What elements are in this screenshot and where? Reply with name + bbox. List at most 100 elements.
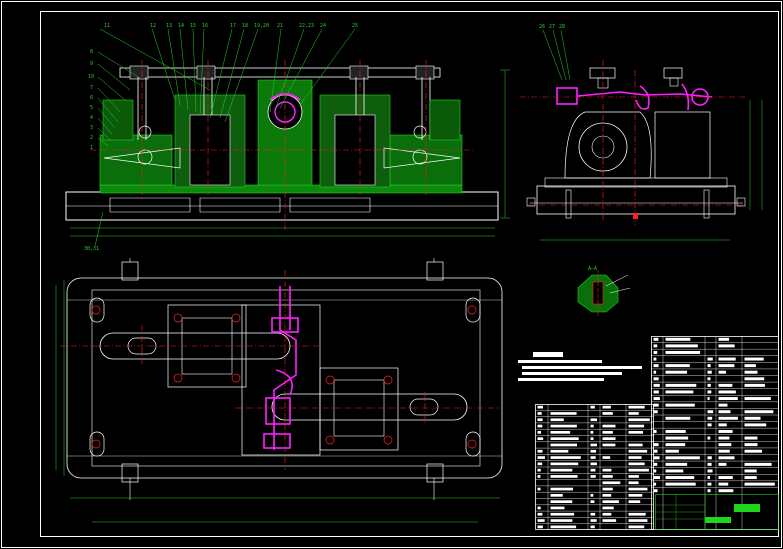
- table-cell-text: [707, 476, 710, 480]
- table-cell-text: [653, 364, 659, 368]
- table-cell-text: [653, 383, 660, 387]
- table-cell-text: [707, 377, 711, 381]
- front-balloon: 19,20: [254, 23, 269, 29]
- table-cell-text: [665, 370, 688, 374]
- table-cell-text: [590, 494, 594, 497]
- table-cell-text: [653, 443, 659, 447]
- table-cell-text: [628, 431, 644, 434]
- inner-drawing-frame: [40, 11, 779, 537]
- front-clamp-bar: [119, 67, 441, 78]
- table-cell-text: [537, 512, 543, 516]
- front-balloon: 12: [150, 23, 156, 29]
- table-cell-text: [550, 431, 571, 434]
- table-cell-text: [537, 437, 544, 440]
- table-cell-text: [602, 494, 612, 497]
- table-cell-text: [707, 436, 711, 440]
- table-cell-text: [744, 462, 772, 466]
- table-cell-text: [653, 482, 657, 486]
- table-cell-text: [707, 357, 713, 361]
- plan-base-outline: [66, 277, 503, 479]
- table-cell-text: [665, 449, 679, 453]
- table-cell-text: [707, 482, 712, 486]
- table-cell-text: [653, 350, 658, 354]
- table-cell-text: [718, 357, 736, 361]
- front-balloon: 15: [190, 23, 196, 29]
- table-cell-text: [744, 469, 757, 473]
- table-cell-text: [590, 500, 595, 503]
- table-cell-text: [718, 429, 733, 433]
- table-cell-text: [628, 519, 648, 522]
- table-cell-text: [707, 416, 713, 420]
- front-balloon: 25: [352, 23, 358, 29]
- table-cell-text: [653, 429, 657, 433]
- table-cell-text: [550, 456, 581, 459]
- table-cell-text: [718, 449, 730, 453]
- table-cell-text: [537, 456, 545, 459]
- table-cell-text: [707, 423, 712, 427]
- table-cell-text: [744, 416, 761, 420]
- table-cell-text: [665, 462, 688, 466]
- table-cell-text: [537, 475, 541, 478]
- left-balloon: 4: [90, 115, 93, 121]
- table-cell-text: [602, 412, 613, 415]
- table-cell-text: [718, 482, 729, 486]
- table-cell-text: [653, 397, 660, 401]
- section-detail[interactable]: A—A: [577, 266, 631, 318]
- table-cell-text: [590, 468, 596, 472]
- left-balloon: 3: [90, 125, 93, 131]
- table-cell-text: [550, 512, 575, 516]
- table-cell-text: [537, 468, 541, 472]
- table-cell-text: [590, 462, 597, 466]
- table-cell-text: [665, 456, 700, 460]
- table-cell-text: [628, 443, 643, 447]
- table-cell-text: [628, 494, 643, 497]
- table-cell-text: [602, 437, 616, 440]
- table-cell-text: [718, 436, 730, 440]
- table-cell-text: [628, 418, 650, 422]
- parts-list[interactable]: [535, 336, 779, 530]
- table-cell-text: [744, 383, 765, 387]
- table-cell-text: [707, 462, 712, 466]
- table-cell-text: [653, 489, 658, 493]
- table-cell-text: [628, 487, 648, 491]
- front-balloon: 14: [178, 23, 184, 29]
- technical-notes: [518, 352, 642, 381]
- table-cell-text: [665, 337, 691, 341]
- front-balloon: 18: [242, 23, 248, 29]
- table-cell-text: [602, 431, 613, 434]
- table-cell-text: [590, 519, 597, 522]
- table-cell-text: [602, 424, 616, 428]
- front-balloon: 24: [320, 23, 326, 29]
- table-cell-text: [602, 500, 619, 503]
- table-cell-text: [550, 418, 564, 422]
- table-cell-text: [665, 469, 684, 473]
- front-view[interactable]: 11 12 13 14 15 16 17 18 19,20 21 22,23 2…: [65, 23, 510, 252]
- table-cell-text: [550, 462, 579, 466]
- table-cell-text: [718, 344, 735, 348]
- side-balloon: 26: [539, 24, 545, 30]
- table-cell-text: [653, 456, 660, 460]
- table-cell-text: [590, 437, 594, 440]
- table-cell-text: [550, 437, 579, 440]
- table-cell-text: [653, 357, 657, 361]
- table-cell-text: [602, 519, 617, 522]
- table-cell-text: [653, 390, 659, 394]
- table-cell-text: [718, 489, 734, 493]
- table-cell-text: [718, 423, 727, 427]
- side-view[interactable]: 26 27 28: [520, 24, 763, 241]
- table-cell-text: [718, 456, 735, 460]
- table-cell-text: [590, 525, 595, 529]
- table-cell-text: [537, 418, 543, 422]
- table-cell-text: [550, 500, 573, 503]
- plan-view[interactable]: [55, 258, 503, 523]
- table-cell-text: [653, 370, 657, 374]
- table-cell-text: [707, 469, 713, 473]
- table-cell-text: [590, 449, 597, 453]
- table-cell-text: [744, 377, 765, 381]
- table-cell-text: [602, 443, 616, 447]
- table-cell-text: [744, 410, 774, 414]
- table-cell-text: [590, 512, 596, 516]
- table-cell-text: [718, 383, 733, 387]
- table-cell-text: [602, 468, 612, 472]
